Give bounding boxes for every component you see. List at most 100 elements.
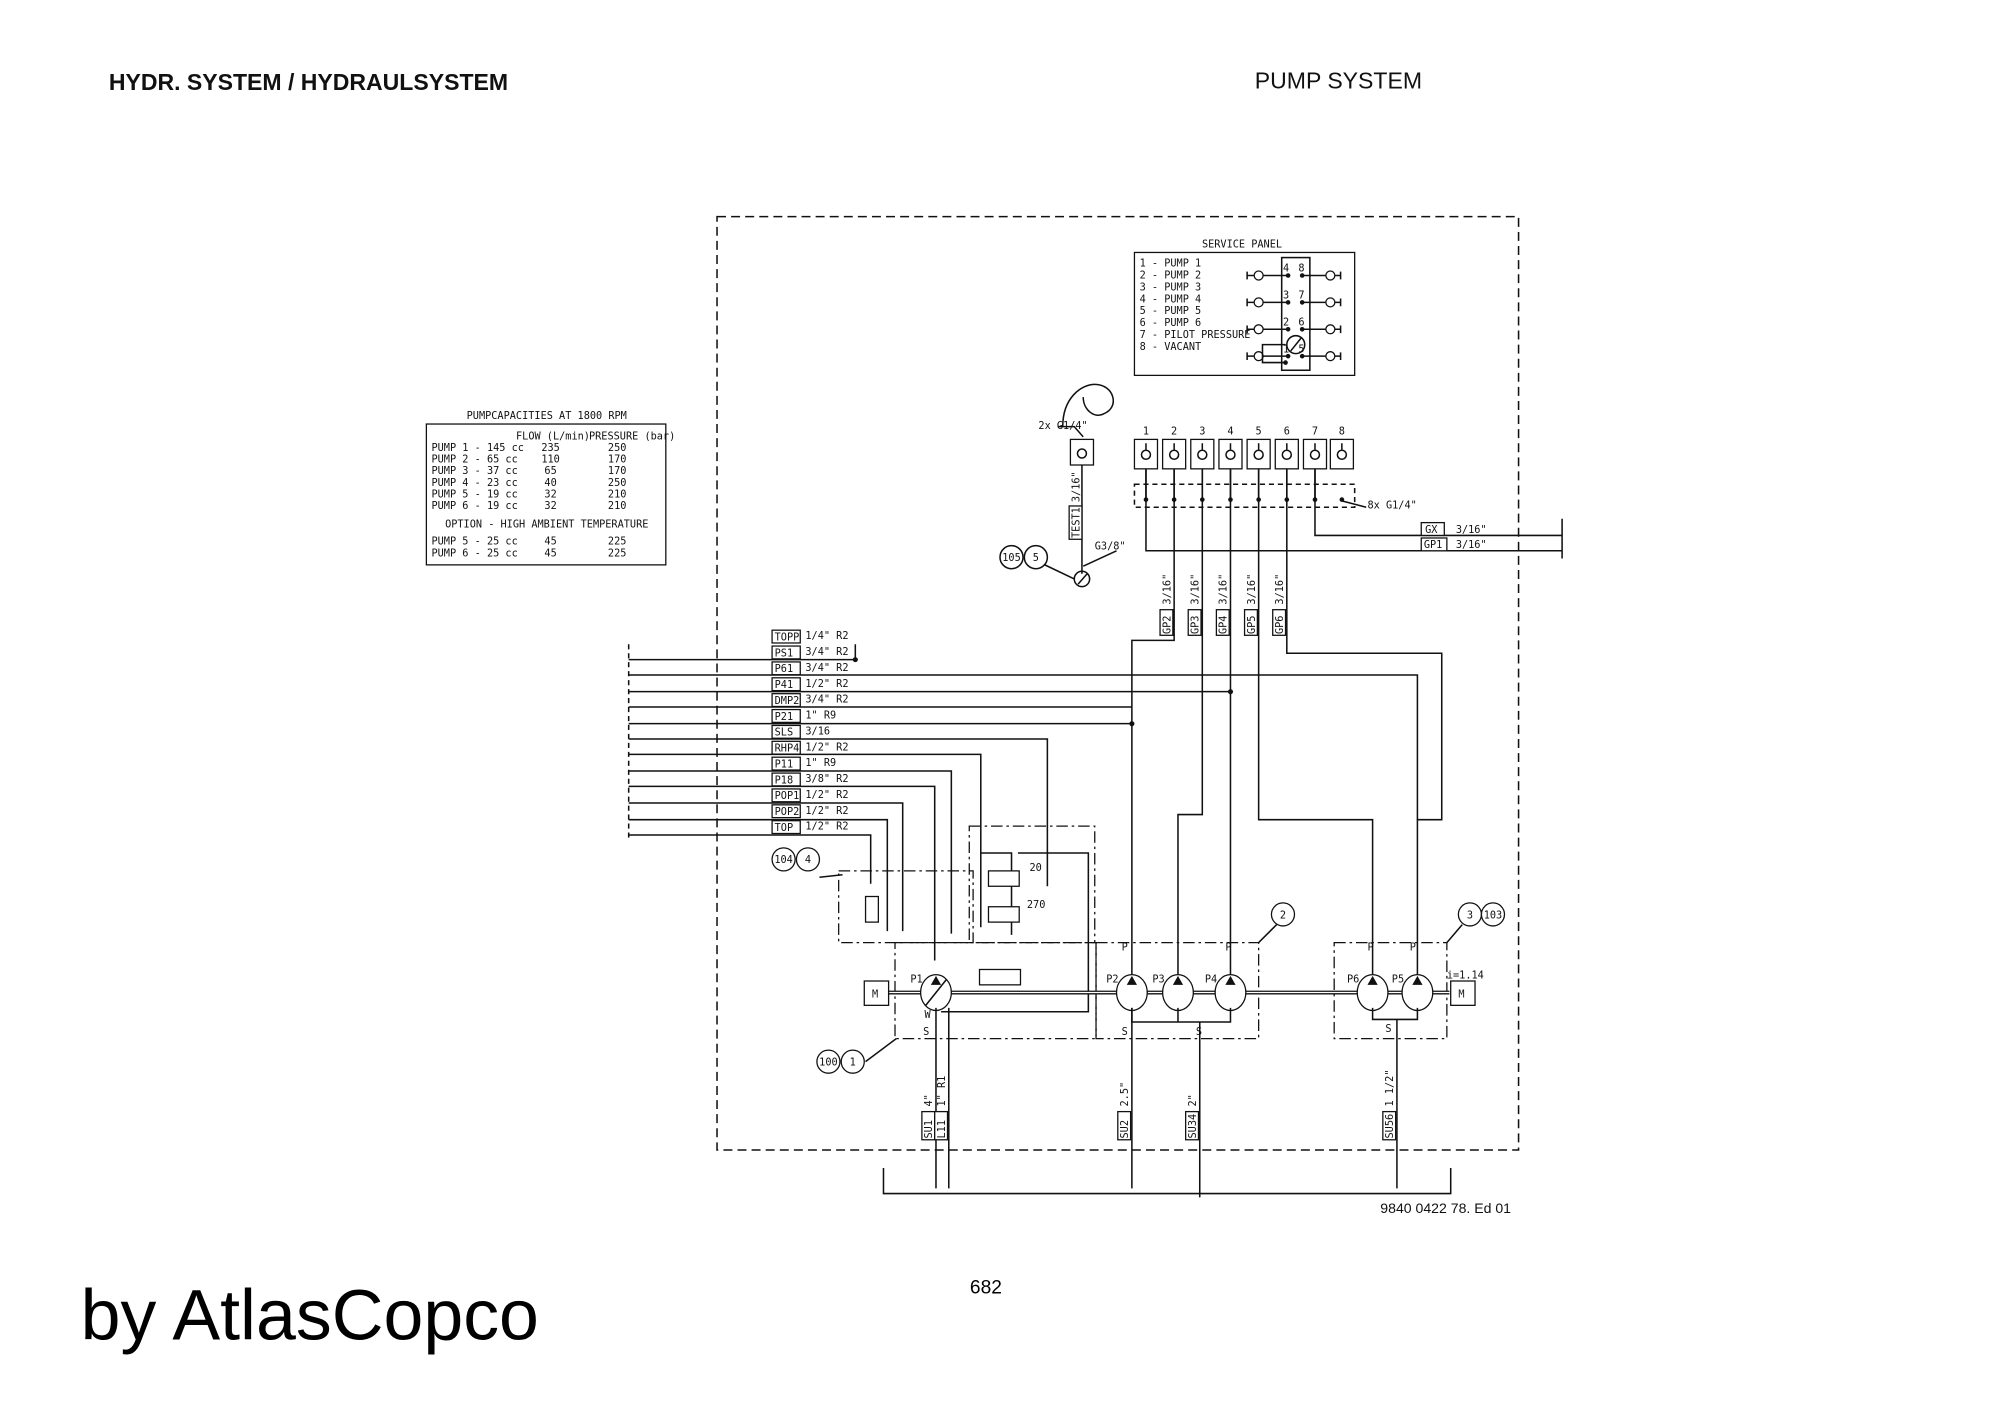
reference-balloon (795, 847, 821, 872)
suction-line-size: 1" R1 (936, 1076, 948, 1107)
valve-setting-20: 20 (1029, 862, 1041, 874)
reference-number: 100 (819, 1057, 838, 1069)
port-size: 1/2" R2 (805, 741, 848, 753)
pressure-header: PRESSURE (bar) (589, 430, 675, 442)
gauge-port-number: 7 (1312, 425, 1318, 437)
pump-p6-label: P6 (1347, 973, 1359, 985)
service-panel-legend-item: 6 - PUMP 6 (1140, 317, 1202, 329)
quick-coupling-icon (1325, 324, 1336, 335)
port-label-box (771, 756, 801, 771)
relief-valve-block (838, 870, 974, 944)
gp-line-label: GP2 (1161, 616, 1173, 635)
gp-line-label: GP3 (1189, 616, 1201, 635)
reference-balloon (1270, 902, 1296, 927)
port-size: 3/8" R2 (805, 773, 848, 785)
panel-port-number: 4 (1283, 263, 1289, 275)
pump-table-pressure: 170 (608, 465, 627, 477)
suction-label-box (1382, 1110, 1397, 1141)
pump-table-pump: PUMP 6 - 19 cc (431, 500, 517, 512)
port-label: DMP2 (775, 695, 800, 707)
port-label: SLS (775, 727, 794, 739)
panel-line (1246, 352, 1342, 361)
port-label: TOP (775, 822, 794, 834)
port-label-box (771, 788, 801, 803)
port-label-box (771, 677, 801, 692)
port-size: 3/4" R2 (805, 694, 848, 706)
check-valve-icon (1168, 449, 1180, 461)
page-header-right: PUMP SYSTEM (1255, 68, 1422, 94)
gauge-port-number: 4 (1227, 425, 1233, 437)
service-panel-legend-item: 3 - PUMP 3 (1140, 281, 1202, 293)
gp-line-size: 3/16" (1189, 574, 1201, 605)
check-valve-icon (1281, 449, 1293, 461)
panel-port-number: 8 (1298, 263, 1304, 275)
pump-arrow-icon (930, 975, 942, 985)
gauge-fitting-note: 8x G1/4" (1367, 500, 1416, 512)
gp-label-box (1215, 609, 1230, 636)
service-panel-legend-item: 7 - PILOT PRESSURE (1140, 329, 1251, 341)
pump-arrow-icon (1367, 975, 1378, 985)
gp-line-size: 3/16" (1218, 574, 1230, 605)
port-size: 1/4" R2 (805, 630, 848, 642)
pump-group-2 (1095, 941, 1260, 1040)
port-label: POP1 (775, 790, 800, 802)
pump-table-pressure: 250 (608, 442, 627, 454)
service-panel-legend-item: 4 - PUMP 4 (1140, 293, 1202, 305)
pump-arrow-icon (1412, 975, 1423, 985)
gx-size: 3/16" (1456, 524, 1487, 536)
junction-dot (1285, 273, 1291, 278)
pump-table-flow: 32 (544, 489, 556, 501)
suction-line-label: SU34 (1187, 1114, 1199, 1139)
reference-balloon (840, 1049, 865, 1074)
gp-line-size: 3/16" (1161, 574, 1173, 605)
gp1-label: GP1 (1424, 539, 1442, 551)
panel-port-number: 5 (1298, 343, 1304, 355)
service-panel: SERVICE PANEL 1 - PUMP 12 - PUMP 23 - PU… (1133, 238, 1356, 377)
service-panel-legend-item: 8 - VACANT (1140, 341, 1202, 353)
pump-table-pump: PUMP 2 - 65 cc (431, 454, 517, 466)
gauge-port-number: 2 (1171, 425, 1177, 437)
pump-table-flow: 32 (544, 500, 556, 512)
gauge-fitting: G3/8" (1095, 541, 1126, 553)
suction-label-box (1185, 1110, 1200, 1141)
junction-dot (1299, 300, 1305, 305)
suction-line-size: 1 1/2" (1384, 1070, 1396, 1107)
port-label: P61 (775, 663, 794, 675)
panel-port-number: 2 (1283, 316, 1289, 328)
port-label: POP2 (775, 806, 800, 818)
pressure-port-mark: P (1410, 941, 1416, 953)
pump-p3-label: P3 (1152, 973, 1164, 985)
option-pump: PUMP 5 - 25 cc (431, 535, 517, 547)
panel-line (1246, 298, 1342, 307)
port-size: 3/16 (805, 725, 830, 737)
check-valve-icon (1253, 449, 1264, 461)
port-size: 1/2" R2 (805, 821, 848, 833)
pump-table-pump: PUMP 4 - 23 cc (431, 477, 517, 489)
pump-table-pressure: 210 (608, 489, 627, 501)
panel-port-number: 3 (1283, 290, 1289, 302)
pressure-gauge-icon (1286, 334, 1306, 355)
gauge-port (1329, 438, 1355, 470)
port-label-box (771, 629, 801, 644)
suction-line-size: 4" (923, 1094, 935, 1106)
panel-line (1246, 325, 1342, 334)
page-number: 682 (970, 1277, 1002, 1298)
quick-coupling-icon (1253, 324, 1264, 335)
check-valve-icon (1309, 449, 1321, 461)
quick-coupling-icon (1325, 297, 1336, 308)
service-panel-legend-item: 1 - PUMP 1 (1140, 258, 1202, 270)
gp1-size: 3/16" (1456, 539, 1487, 551)
service-panel-legend-item: 5 - PUMP 5 (1140, 305, 1202, 317)
motor-right: M (1458, 989, 1464, 1001)
port-size: 3/4" R2 (805, 646, 848, 658)
suction-port-mark: S (1122, 1026, 1128, 1038)
gp-line-label: GP4 (1218, 616, 1230, 635)
port-size: 1" R9 (805, 757, 836, 769)
brand-watermark: by AtlasCopco (81, 1276, 539, 1356)
pump-table-title: PUMPCAPACITIES AT 1800 RPM (467, 410, 627, 422)
test1-label: TEST1 (1070, 507, 1082, 538)
port-size: 3/4" R2 (805, 662, 848, 674)
gx-label: GX (1425, 524, 1438, 536)
port-label: RHP4 (775, 743, 800, 755)
